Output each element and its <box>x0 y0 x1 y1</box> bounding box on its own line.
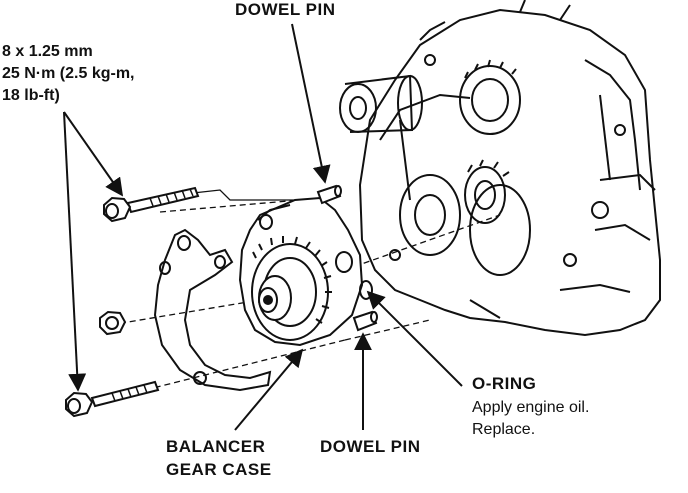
balancer-gear-case-label-line2: GEAR CASE <box>166 460 272 479</box>
leader-o-ring <box>366 290 463 387</box>
leader-lines <box>63 23 463 431</box>
balancer-gear-case-label-line1: BALANCER <box>166 437 266 456</box>
engine-balancer-gear <box>399 159 531 276</box>
gasket-plate <box>153 228 272 392</box>
leader-bolt-top <box>63 111 124 197</box>
balancer-gear-case <box>238 196 364 347</box>
o-ring-label: O-RING <box>472 374 537 393</box>
o-ring-note-replace: Replace. <box>472 421 536 438</box>
dowel-pin-top-label: DOWEL PIN <box>235 0 336 19</box>
engine-block <box>358 0 661 337</box>
leader-dowel-pin-top <box>291 23 331 184</box>
mounting-nut <box>99 310 127 336</box>
top-mounting-bolt <box>103 186 200 223</box>
leader-gear-case <box>234 348 304 431</box>
o-ring-note-oil: Apply engine oil. <box>472 399 590 416</box>
leader-bolt-bottom <box>63 111 87 392</box>
bolt-spec-torque-imperial: 18 lb-ft) <box>2 87 60 104</box>
top-dowel-pin <box>316 184 342 205</box>
bolt-spec-torque-metric: 25 N·m (2.5 kg-m, <box>2 65 135 82</box>
bolt-spec-size: 8 x 1.25 mm <box>2 43 93 60</box>
dowel-pin-bottom-label: DOWEL PIN <box>320 437 421 456</box>
o-ring <box>359 280 373 300</box>
bottom-mounting-bolt <box>65 380 160 418</box>
bottom-dowel-pin <box>352 310 378 332</box>
upper-drive-sprocket <box>339 59 521 135</box>
